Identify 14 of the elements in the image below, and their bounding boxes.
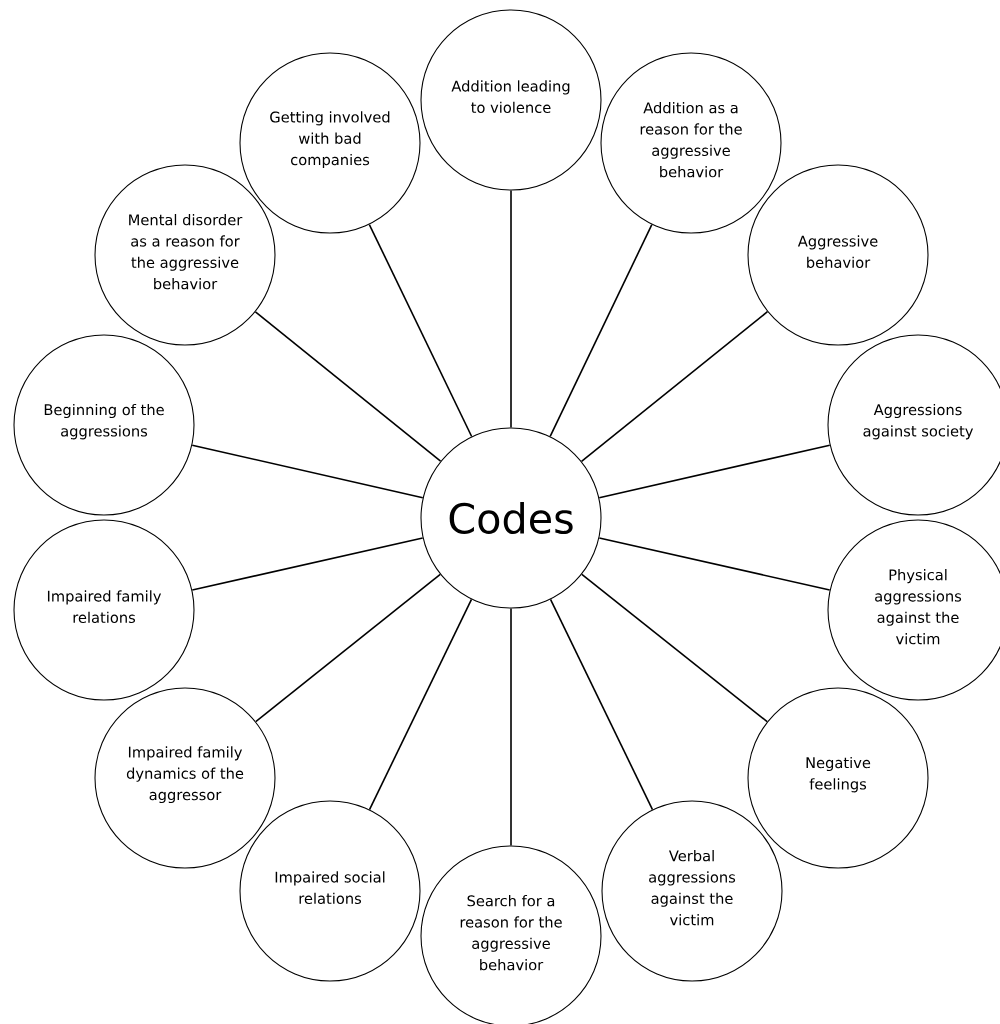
- connector-line: [368, 598, 473, 811]
- connector-line: [549, 223, 653, 438]
- connector-line: [580, 310, 769, 463]
- connector-line: [598, 537, 831, 591]
- connector-line: [510, 607, 512, 847]
- connector-line: [510, 189, 512, 429]
- connector-line: [368, 223, 473, 438]
- connector-line: [254, 311, 442, 462]
- connector-line: [255, 573, 442, 723]
- connector-line: [191, 537, 424, 591]
- connector-line: [191, 444, 424, 499]
- connector-line: [598, 444, 831, 499]
- connector-line: [549, 598, 654, 811]
- connector-line: [581, 573, 768, 723]
